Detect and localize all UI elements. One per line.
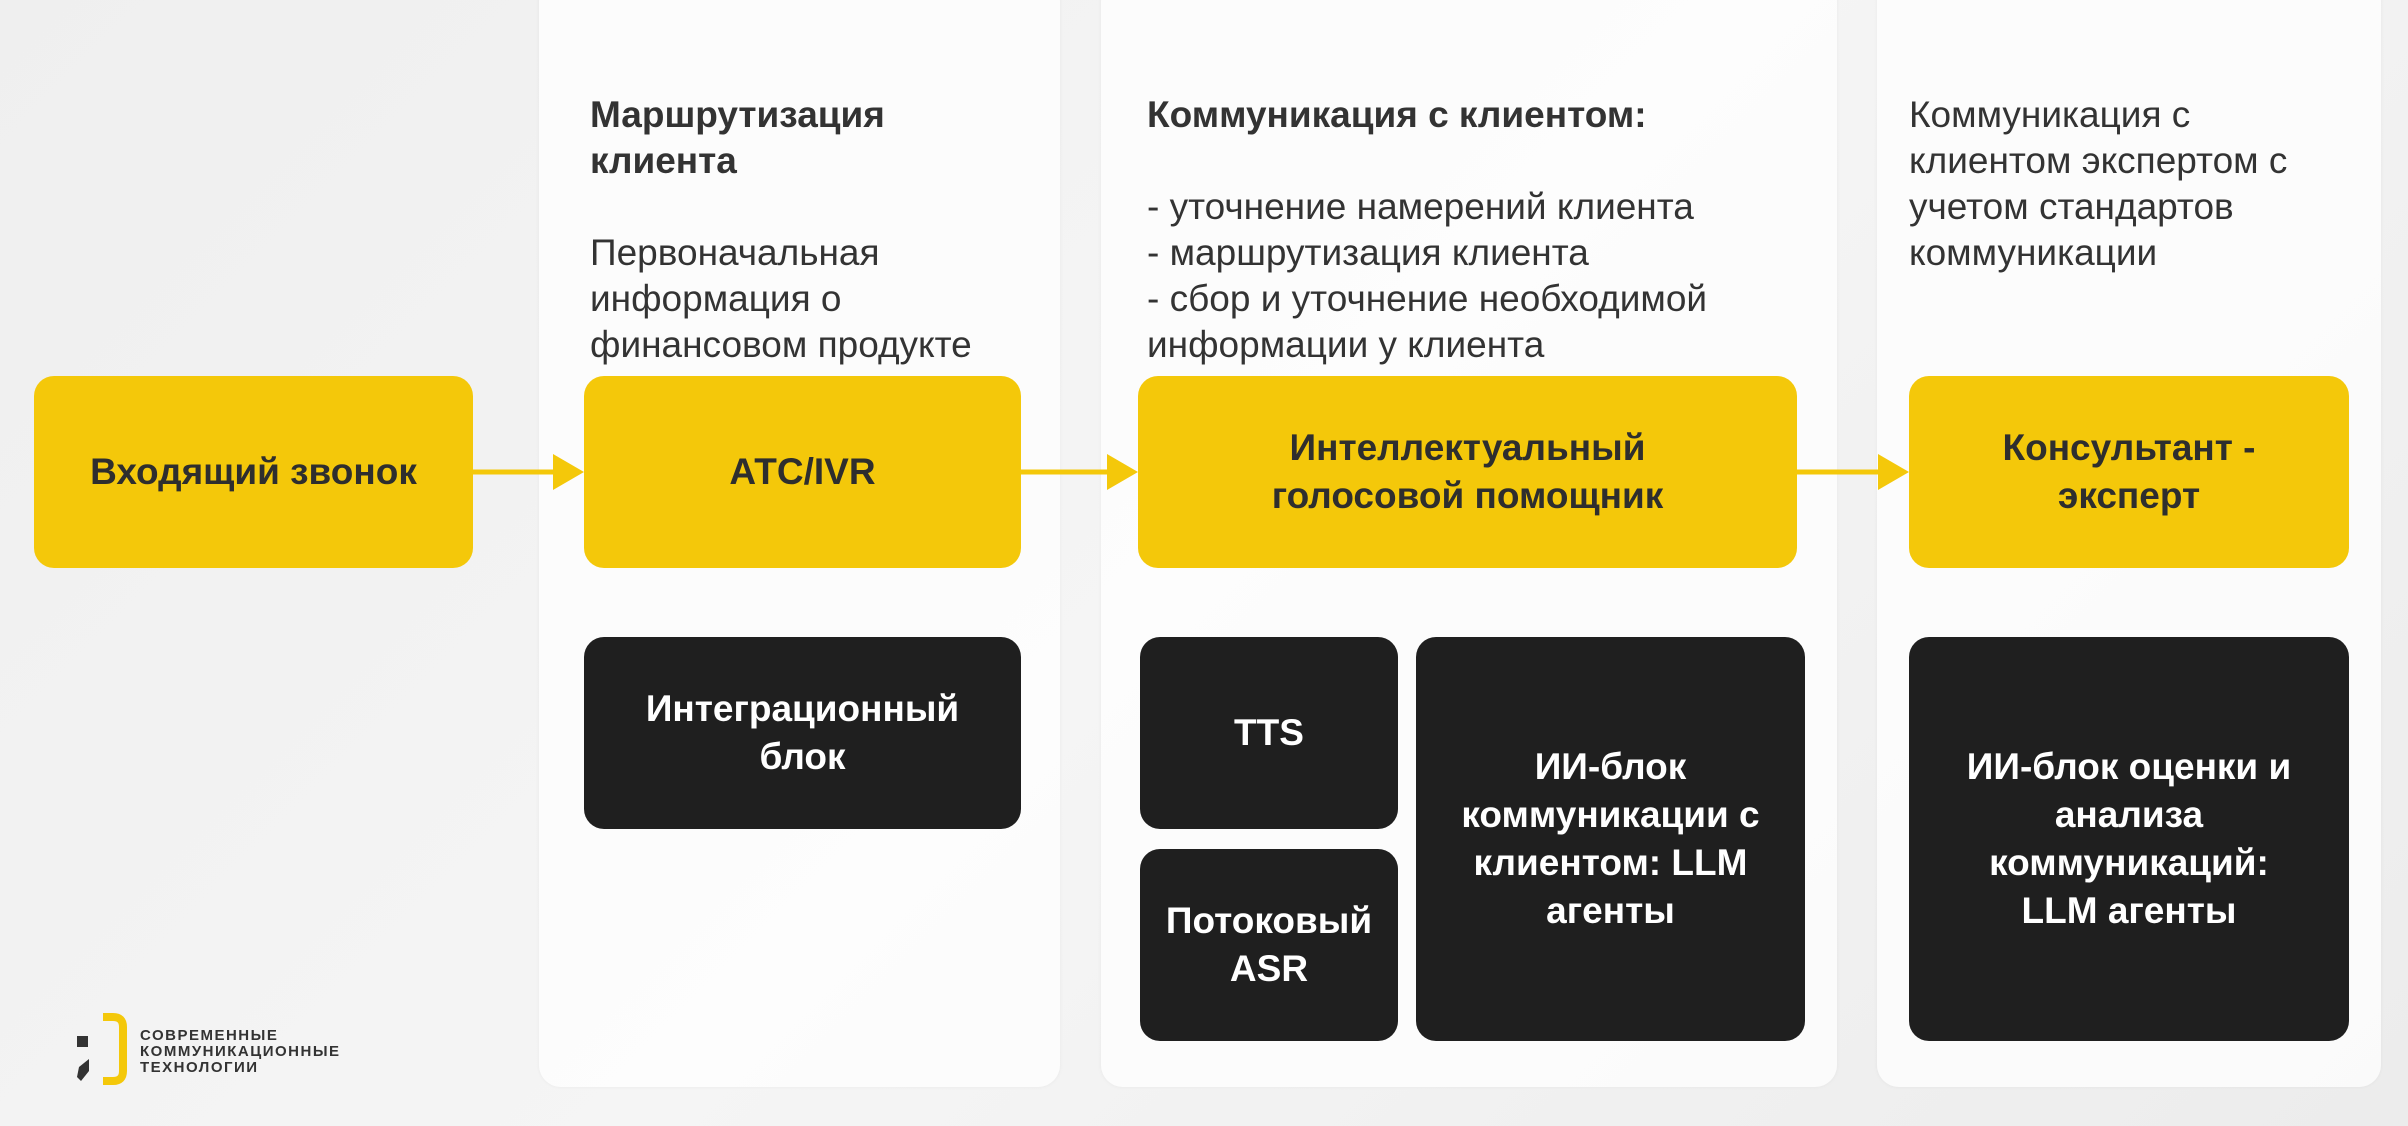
routing-title: Маршрутизация клиента xyxy=(590,94,885,181)
voice-assistant-box: Интеллектуальный голосовой помощник xyxy=(1138,376,1797,568)
arrow-icon xyxy=(473,454,584,490)
routing-text: Первоначальная информация о финансовом п… xyxy=(590,232,972,365)
company-logo-text: СОВРЕМЕННЫЕ КОММУНИКАЦИОННЫЕ ТЕХНОЛОГИИ xyxy=(140,1027,341,1076)
arrow-icon xyxy=(1797,454,1909,490)
routing-description: Маршрутизация клиента Первоначальная инф… xyxy=(590,46,1050,368)
expert-consultant-box: Консультант - эксперт xyxy=(1909,376,2349,568)
company-logo-icon xyxy=(77,1013,127,1085)
llm-evaluation-block: ИИ-блок оценки и анализа коммуникаций: L… xyxy=(1909,637,2349,1041)
assistant-title: Коммуникация с клиентом: xyxy=(1147,94,1647,135)
integration-block: Интеграционный блок xyxy=(584,637,1021,829)
assistant-description: Коммуникация с клиентом: - уточнение нам… xyxy=(1147,46,1827,368)
tts-block: TTS xyxy=(1140,637,1398,829)
arrow-icon xyxy=(1021,454,1138,490)
llm-communication-block: ИИ-блок коммуникации с клиентом: LLM аге… xyxy=(1416,637,1805,1041)
expert-text: Коммуникация с клиентом экспертом с учет… xyxy=(1909,94,2288,273)
pbx-ivr-box: АТС/IVR xyxy=(584,376,1021,568)
asr-block: Потоковый ASR xyxy=(1140,849,1398,1041)
assistant-text: - уточнение намерений клиента - маршрути… xyxy=(1147,186,1708,365)
expert-description: Коммуникация с клиентом экспертом с учет… xyxy=(1909,46,2369,276)
incoming-call-box: Входящий звонок xyxy=(34,376,473,568)
